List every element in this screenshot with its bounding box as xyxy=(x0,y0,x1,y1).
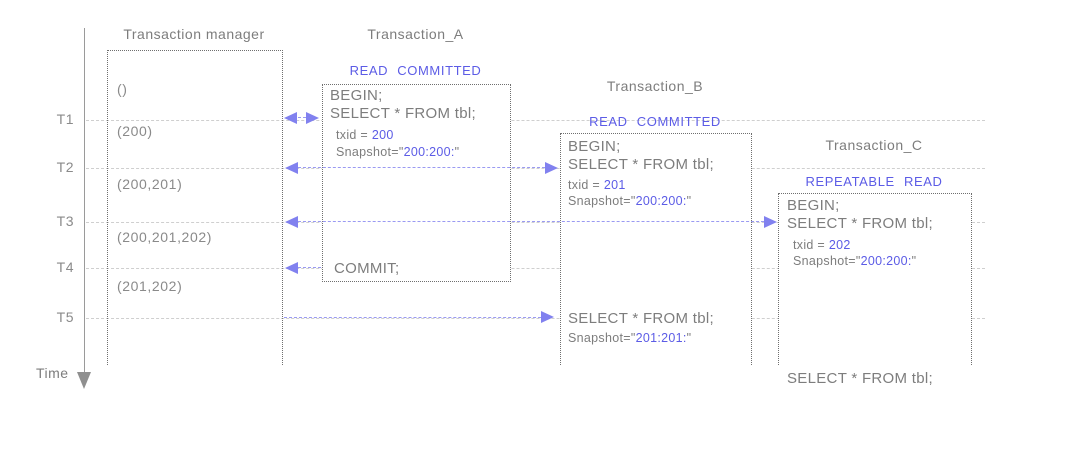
txid-value: 200 xyxy=(371,128,394,142)
transaction-b-box: BEGIN; SELECT * FROM tbl; txid = 201 Sna… xyxy=(560,133,752,365)
snapshot-value: 201:201: xyxy=(635,331,687,345)
snapshot-prefix: Snapshot=" xyxy=(336,145,404,159)
transaction-manager-title: Transaction manager xyxy=(123,26,265,42)
transaction-b-txid: txid = 201 xyxy=(568,178,626,192)
transaction-b-snapshot: Snapshot="200:200:" xyxy=(568,194,691,208)
gridline-t1 xyxy=(86,120,985,121)
tick-label-t1: T1 xyxy=(56,111,74,127)
arrow-t1-right-icon xyxy=(306,112,319,124)
arrow-t5-line xyxy=(284,317,541,318)
transaction-a-select: SELECT * FROM tbl; xyxy=(330,105,476,122)
transaction-c-box: BEGIN; SELECT * FROM tbl; txid = 202 Sna… xyxy=(778,193,972,387)
arrow-t2-right-icon xyxy=(545,162,558,174)
arrow-t4-line xyxy=(298,267,321,268)
gridline-t4 xyxy=(86,268,985,269)
manager-state-1: (200) xyxy=(117,123,153,139)
tick-label-t5: T5 xyxy=(56,309,74,325)
tick-label-t2: T2 xyxy=(56,159,74,175)
arrow-t2-line xyxy=(298,167,545,168)
transaction-c-begin: BEGIN; xyxy=(787,197,840,214)
txid-prefix: txid = xyxy=(568,178,604,192)
snapshot-value: 200:200: xyxy=(860,254,912,268)
transaction-a-begin: BEGIN; xyxy=(330,87,383,104)
manager-state-4: (201,202) xyxy=(117,278,183,294)
snapshot-value: 200:200: xyxy=(635,194,687,208)
snapshot-suffix: " xyxy=(454,145,460,159)
transaction-b-isolation-label: READ COMMITTED xyxy=(589,114,721,129)
arrow-t3-line xyxy=(298,221,764,222)
snapshot-prefix: Snapshot=" xyxy=(568,194,636,208)
transaction-a-txid: txid = 200 xyxy=(336,128,394,142)
arrow-t1-left-icon xyxy=(284,112,297,124)
snapshot-suffix: " xyxy=(911,254,917,268)
gridline-t2 xyxy=(86,168,985,169)
time-axis-arrow-icon xyxy=(77,372,91,389)
arrow-t1-line xyxy=(298,117,306,118)
arrow-t2-left-icon xyxy=(285,162,298,174)
snapshot-prefix: Snapshot=" xyxy=(793,254,861,268)
transaction-c-isolation-label: REPEATABLE READ xyxy=(805,174,943,189)
transaction-b-title: Transaction_B xyxy=(606,78,704,94)
time-label: Time xyxy=(36,365,69,381)
transaction-a-box: BEGIN; SELECT * FROM tbl; txid = 200 Sna… xyxy=(322,84,511,282)
manager-state-3: (200,201,202) xyxy=(117,229,212,245)
time-axis xyxy=(84,28,85,374)
txid-prefix: txid = xyxy=(336,128,372,142)
transaction-b-begin: BEGIN; xyxy=(568,138,621,155)
transaction-manager-box xyxy=(107,50,283,365)
manager-state-2: (200,201) xyxy=(117,176,183,192)
snapshot-suffix: " xyxy=(686,331,692,345)
transaction-a-title: Transaction_A xyxy=(367,26,464,42)
snapshot-prefix: Snapshot=" xyxy=(568,331,636,345)
manager-state-0: () xyxy=(117,81,128,97)
transaction-b-select: SELECT * FROM tbl; xyxy=(568,156,714,173)
arrow-t3-right-icon xyxy=(764,216,777,228)
txid-prefix: txid = xyxy=(793,238,829,252)
snapshot-value: 200:200: xyxy=(403,145,455,159)
txid-value: 201 xyxy=(603,178,626,192)
transaction-a-snapshot: Snapshot="200:200:" xyxy=(336,145,459,159)
gridline-t5 xyxy=(86,318,985,319)
transaction-c-txid: txid = 202 xyxy=(793,238,851,252)
transaction-c-snapshot: Snapshot="200:200:" xyxy=(793,254,916,268)
transaction-a-commit: COMMIT; xyxy=(334,260,400,277)
transaction-b-t5-snapshot: Snapshot="201:201:" xyxy=(568,331,691,345)
transaction-b-t5-select: SELECT * FROM tbl; xyxy=(568,310,714,327)
transaction-a-isolation-label: READ COMMITTED xyxy=(349,63,482,78)
transaction-c-t5-select: SELECT * FROM tbl; xyxy=(787,370,933,387)
tick-label-t3: T3 xyxy=(56,213,74,229)
snapshot-suffix: " xyxy=(686,194,692,208)
arrow-t5-right-icon xyxy=(541,311,554,323)
transaction-c-select: SELECT * FROM tbl; xyxy=(787,215,933,232)
transaction-c-title: Transaction_C xyxy=(825,137,923,153)
arrow-t4-left-icon xyxy=(285,262,298,274)
tick-label-t4: T4 xyxy=(56,259,74,275)
txid-value: 202 xyxy=(828,238,851,252)
arrow-t3-left-icon xyxy=(285,216,298,228)
gridline-t3 xyxy=(86,222,985,223)
